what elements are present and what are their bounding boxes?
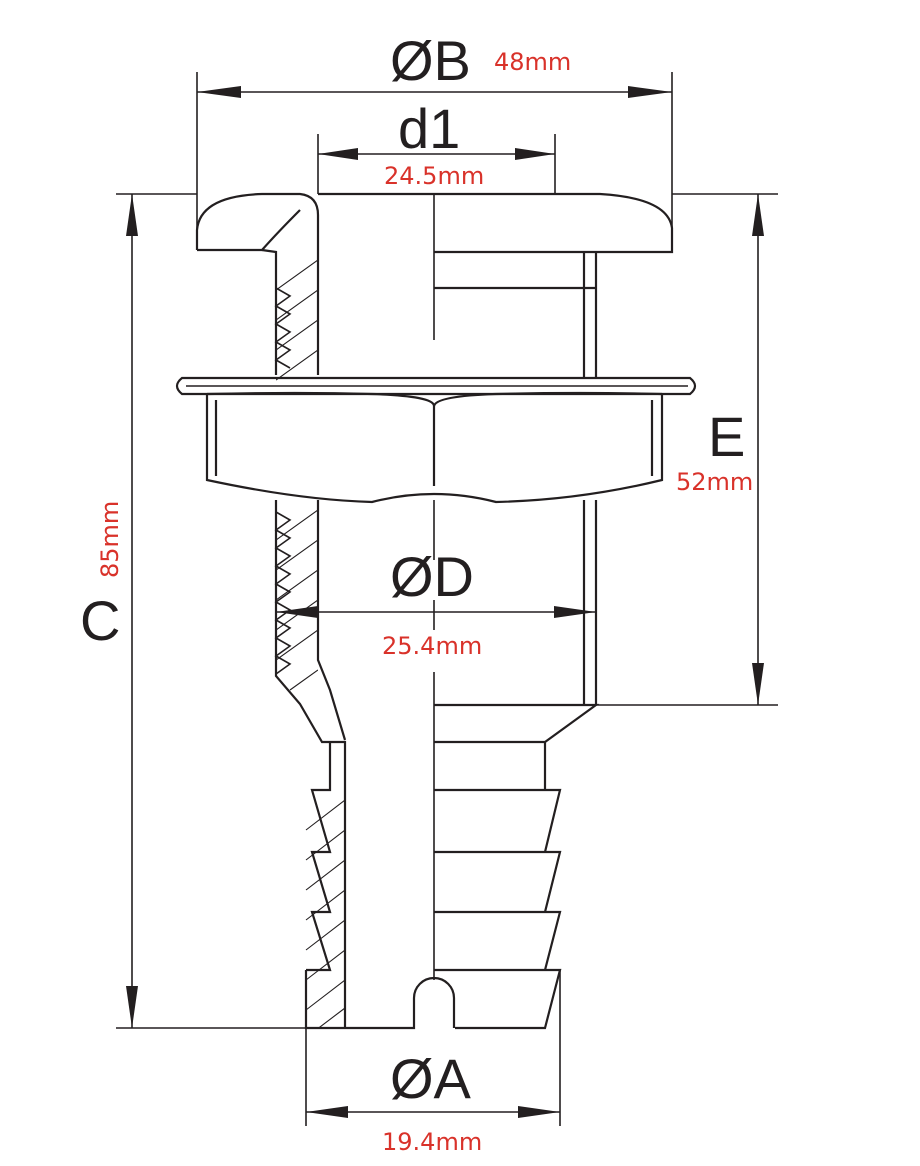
dim-e-value: 52mm (676, 468, 753, 496)
hose-barb-right (434, 742, 562, 1030)
dimension-a: ØA 19.4mm (305, 970, 561, 1156)
dimension-b: ØB 48mm (196, 29, 673, 252)
dimension-e: E 52mm (596, 193, 778, 706)
arrow-d-right (554, 606, 596, 618)
thread-upper (274, 287, 292, 369)
arrow-a-right (518, 1106, 560, 1118)
fitting-body (175, 192, 697, 1030)
flange-head-right (434, 192, 674, 254)
arrow-c-bottom (126, 986, 138, 1028)
arrow-b-right (628, 86, 672, 98)
body-taper-right (434, 703, 600, 744)
dim-c-value: 85mm (96, 501, 124, 578)
dimension-c: C 85mm (80, 193, 306, 1029)
section-hatching-barb (305, 799, 345, 1028)
bottom-notch (345, 976, 456, 1030)
arrow-a-left (306, 1106, 348, 1118)
thread-lower (274, 511, 292, 675)
dim-e-label: E (708, 405, 745, 468)
flange-head-left-inner (197, 209, 301, 252)
shank-right-upper (434, 252, 598, 378)
hose-barb-left (304, 970, 345, 1030)
dim-b-value: 48mm (494, 48, 571, 76)
dim-b-label: ØB (390, 29, 471, 92)
dim-a-value: 19.4mm (382, 1128, 482, 1156)
dim-c-label: C (80, 589, 120, 652)
dimension-d1: d1 24.5mm (317, 97, 556, 194)
arrow-e-bottom (752, 663, 764, 705)
dim-d-label: ØD (390, 545, 474, 608)
washer (175, 376, 697, 396)
flange-head-left (195, 192, 320, 375)
dim-d1-label: d1 (398, 97, 460, 160)
arrow-d1-right (515, 148, 555, 160)
shank-left-upper (261, 248, 278, 375)
arrow-b-left (197, 86, 241, 98)
hex-nut (205, 394, 664, 504)
shank-left-lower (274, 500, 347, 1028)
dim-a-label: ØA (390, 1047, 472, 1110)
hose-barb-left-teeth (306, 742, 332, 972)
arrow-d-left (276, 606, 318, 618)
arrow-d1-left (318, 148, 358, 160)
arrow-e-top (752, 194, 764, 236)
dim-d1-value: 24.5mm (384, 162, 484, 190)
dimension-d: ØD 25.4mm (276, 545, 596, 660)
dim-d-value: 25.4mm (382, 632, 482, 660)
shank-right-lower (582, 500, 598, 705)
hex-nut-face-left (206, 391, 436, 486)
section-hatching-upper (276, 259, 318, 691)
hex-nut-face-right (432, 391, 663, 407)
shank-left-transition (316, 640, 347, 741)
arrow-c-top (126, 194, 138, 236)
